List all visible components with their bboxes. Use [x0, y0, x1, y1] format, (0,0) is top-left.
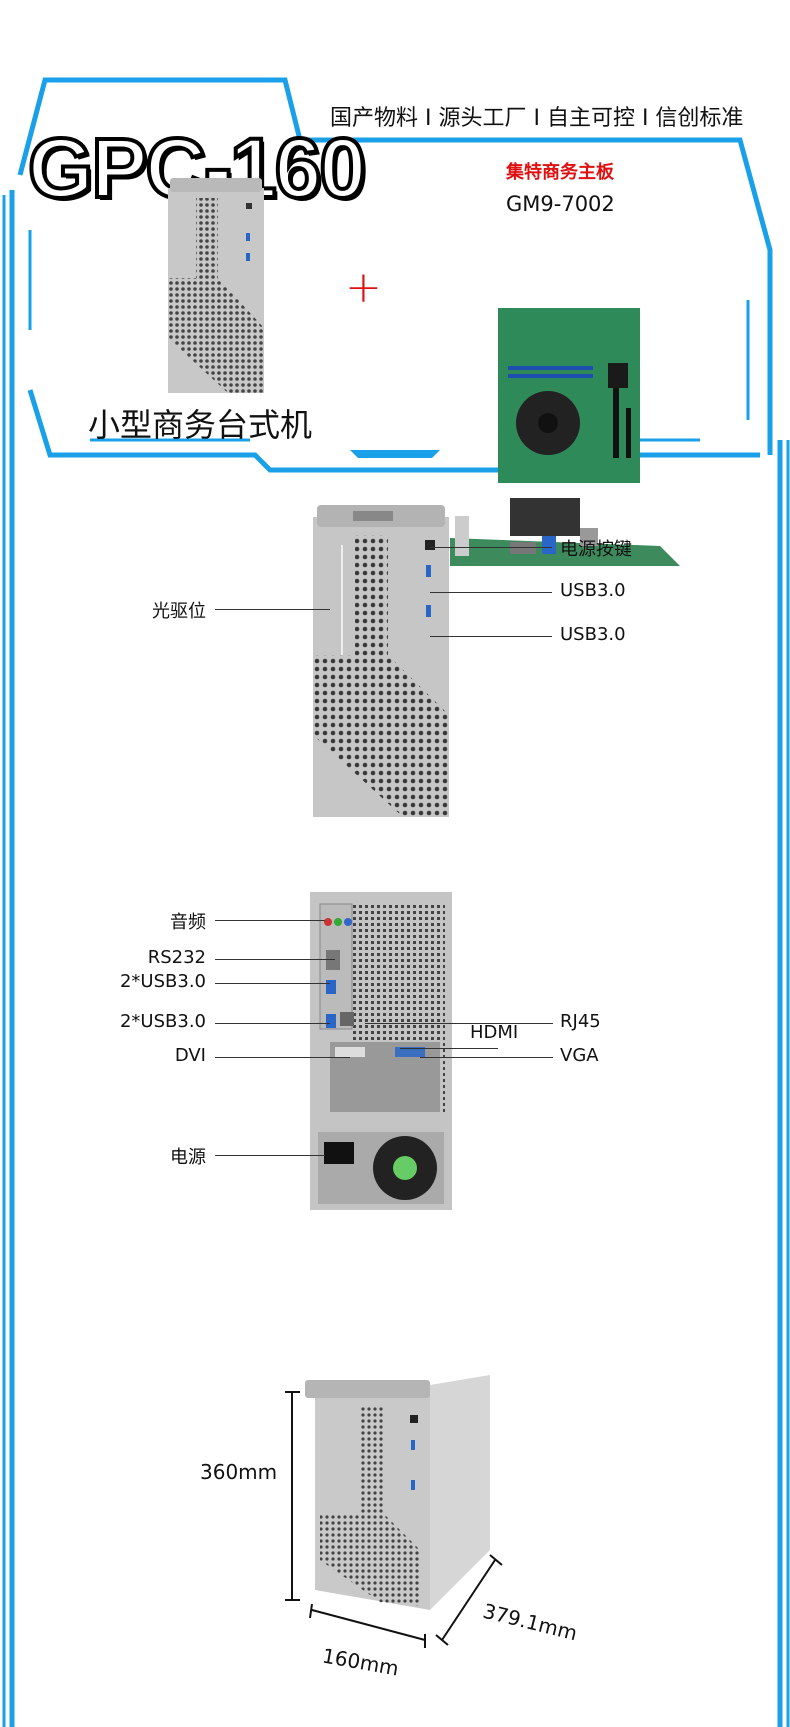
- label-usb-b: 2*USB3.0: [119, 1011, 206, 1032]
- tower-front-image-small: [168, 178, 264, 393]
- label-hdmi: HDMI: [470, 1022, 519, 1043]
- label-rj45: RJ45: [560, 1011, 601, 1032]
- label-dvi: DVI: [174, 1045, 206, 1066]
- label-power-button: 电源按键: [560, 539, 632, 560]
- tower-dimension-image: [285, 1375, 503, 1648]
- plus-sign: +: [345, 262, 382, 313]
- motherboard-label: 集特商务主板: [506, 162, 614, 183]
- product-name: 小型商务台式机: [88, 406, 313, 444]
- tower-rear-image: [310, 892, 452, 1210]
- label-usb-bottom: USB3.0: [560, 624, 626, 645]
- label-rs232: RS232: [147, 947, 206, 968]
- tower-front-image: [313, 505, 449, 817]
- label-optical-bay: 光驱位: [152, 601, 206, 622]
- label-vga: VGA: [560, 1045, 599, 1066]
- motherboard-io-image: [450, 498, 680, 566]
- dimension-height: 360mm: [200, 1460, 278, 1484]
- motherboard-image: [498, 308, 640, 483]
- label-usb-a: 2*USB3.0: [119, 971, 206, 992]
- label-power: 电源: [170, 1147, 206, 1168]
- slogan: 国产物料 I 源头工厂 I 自主可控 I 信创标准: [330, 106, 744, 131]
- label-audio: 音频: [170, 912, 206, 933]
- motherboard-model: GM9-7002: [506, 192, 615, 216]
- label-usb-top: USB3.0: [560, 580, 626, 601]
